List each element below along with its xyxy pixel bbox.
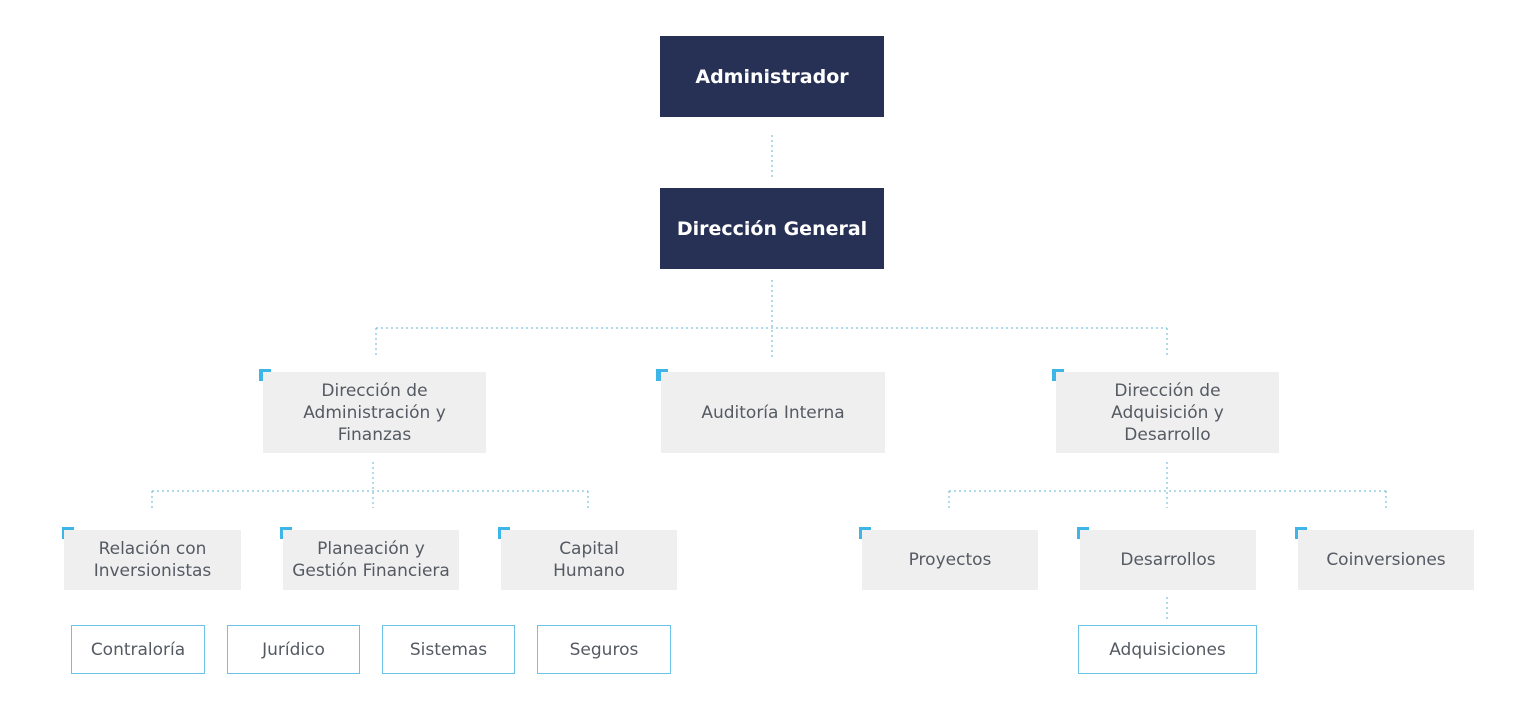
general-direction-box: Dirección General (660, 188, 884, 269)
finance-direction-box: Dirección de Administración y Finanzas (263, 372, 486, 453)
development-direction-box: Dirección de Adquisición y Desarrollo (1056, 372, 1279, 453)
development-direction-label: Dirección de Adquisición y Desarrollo (1111, 380, 1224, 445)
legal-label: Jurídico (262, 639, 325, 660)
projects-label: Proyectos (908, 550, 992, 570)
coinvestments-box: Coinversiones (1298, 530, 1474, 590)
human-capital-label: Capital Humano (553, 539, 625, 581)
developments-label: Desarrollos (1120, 550, 1216, 570)
developments-box: Desarrollos (1080, 530, 1256, 590)
administrator-box: Administrador (660, 36, 884, 117)
comptroller-box: Contraloría (71, 625, 205, 674)
comptroller-label: Contraloría (90, 639, 186, 660)
coinvestments-label: Coinversiones (1326, 550, 1446, 570)
financial-planning-box: Planeación y Gestión Financiera (283, 530, 459, 590)
finance-direction-label: Dirección de Administración y Finanzas (303, 380, 446, 445)
financial-planning-label: Planeación y Gestión Financiera (292, 539, 450, 581)
internal-audit-box: Auditoría Interna (661, 372, 885, 453)
systems-box: Sistemas (382, 625, 515, 674)
investor-relations-box: Relación con Inversionistas (64, 530, 241, 590)
insurance-box: Seguros (537, 625, 671, 674)
legal-box: Jurídico (227, 625, 360, 674)
human-capital-box: Capital Humano (501, 530, 677, 590)
acquisitions-label: Adquisiciones (1109, 639, 1226, 660)
acquisitions-box: Adquisiciones (1078, 625, 1257, 674)
insurance-label: Seguros (569, 639, 639, 660)
projects-box: Proyectos (862, 530, 1038, 590)
investor-relations-label: Relación con Inversionistas (93, 539, 212, 581)
administrator-label: Administrador (695, 65, 849, 88)
systems-label: Sistemas (409, 639, 488, 660)
internal-audit-label: Auditoría Interna (701, 402, 845, 423)
general-direction-label: Dirección General (676, 217, 868, 240)
